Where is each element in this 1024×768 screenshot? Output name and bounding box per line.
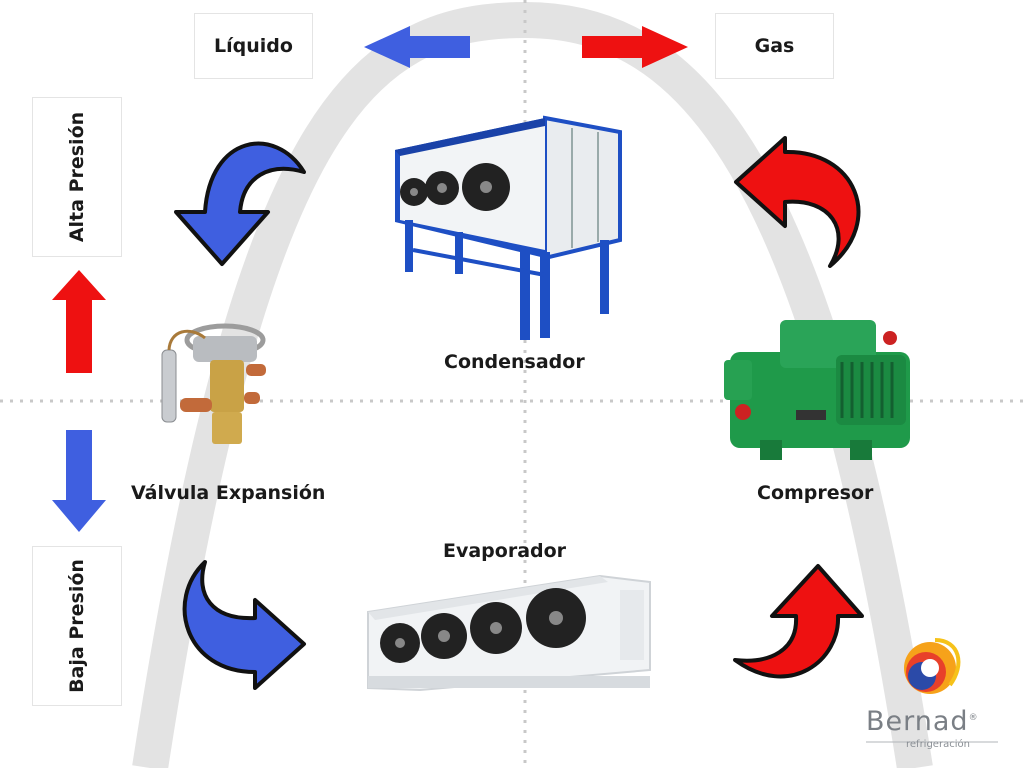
alta-presion-arrow-up (52, 270, 106, 373)
condenser-image (395, 115, 622, 340)
compressor-image (724, 320, 910, 460)
curved-arrow-evaporator-to-compressor (733, 564, 864, 679)
liquido-arrow-left (364, 26, 470, 68)
bernad-logo-subtitle: refrigeración (906, 739, 970, 750)
bernad-logo-text: Bernad® (866, 706, 979, 737)
gas-arrow-right (582, 26, 688, 68)
bernad-logo-icon (904, 638, 961, 694)
gas-label: Gas (754, 35, 795, 57)
baja-presion-label: Baja Presión (66, 559, 88, 693)
curved-arrow-compressor-to-condenser (734, 136, 861, 268)
condensador-label: Condensador (444, 351, 585, 373)
liquido-label: Líquido (214, 35, 293, 57)
evaporator-image (367, 574, 651, 692)
alta-presion-label-box: Alta Presión (32, 97, 122, 257)
expansion-valve-image (161, 323, 266, 444)
valvula-expansion-label: Válvula Expansión (131, 482, 326, 504)
curved-arrow-valve-to-evaporator (182, 560, 306, 690)
bernad-logo-name: Bernad (866, 706, 969, 737)
compresor-label: Compresor (757, 482, 874, 504)
alta-presion-label: Alta Presión (66, 111, 89, 243)
liquido-label-box: Líquido (194, 13, 313, 79)
baja-presion-arrow-down (52, 430, 106, 532)
gas-label-box: Gas (715, 13, 834, 79)
evaporador-label: Evaporador (443, 540, 567, 562)
baja-presion-label-box: Baja Presión (32, 546, 122, 706)
registered-mark: ® (968, 713, 979, 723)
curved-arrow-condenser-to-valve (174, 141, 306, 266)
